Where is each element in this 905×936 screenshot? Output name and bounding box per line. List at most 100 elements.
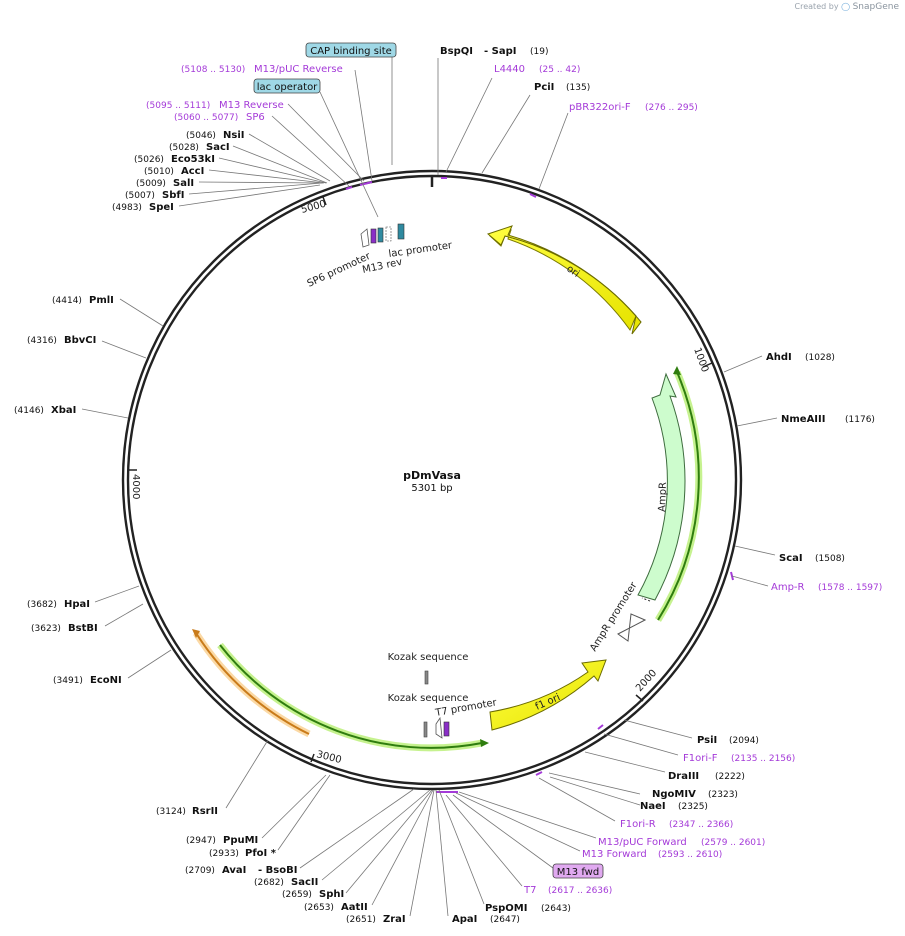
leader-lines <box>81 56 778 917</box>
kozak-mark-1[interactable] <box>424 670 429 685</box>
m13-rev-bind[interactable] <box>370 228 377 244</box>
sp6-promoter-arrow[interactable] <box>360 228 370 248</box>
primer-m13-reverse[interactable]: M13 Reverse <box>219 100 284 111</box>
green-track-right[interactable] <box>657 371 700 621</box>
site-draiii[interactable]: DraIII <box>668 771 699 782</box>
site-nmeaiii-pos: (1176) <box>845 415 875 425</box>
site-eco53ki[interactable]: Eco53kI <box>171 154 215 165</box>
primer-labels: L4440 (25 .. 42) pBR322ori-F (276 .. 295… <box>146 64 882 896</box>
site-pcii[interactable]: PciI <box>534 82 554 93</box>
site-econi-pos: (3491) <box>53 676 83 686</box>
ampr-feature[interactable] <box>637 372 686 601</box>
site-sphi-pos: (2659) <box>282 890 312 900</box>
ampr-label: AmpR <box>657 482 669 512</box>
site-nmeaiii[interactable]: NmeAIII <box>781 414 825 425</box>
site-bstbi-pos: (3623) <box>31 624 61 634</box>
tick-1000 <box>702 362 713 368</box>
ori-arrow[interactable] <box>486 225 642 335</box>
f1-ori-feature[interactable] <box>489 659 607 731</box>
site-psii-pos: (2094) <box>729 736 759 746</box>
sp6-bind-mark <box>345 186 353 190</box>
kozak-label-2: Kozak sequence <box>388 693 469 704</box>
primer-m13-reverse-range: (5095 .. 5111) <box>146 101 210 111</box>
primer-sp6[interactable]: SP6 <box>246 112 265 123</box>
site-nsii[interactable]: NsiI <box>223 130 244 141</box>
primer-f1ori-r[interactable]: F1ori-R <box>620 819 656 830</box>
primer-m13-forward[interactable]: M13 Forward <box>582 849 647 860</box>
site-bbvci-pos: (4316) <box>27 336 57 346</box>
site-pmli[interactable]: PmlI <box>89 295 114 306</box>
cap-site-mark[interactable] <box>385 226 392 242</box>
primer-m13puc-forward[interactable]: M13/pUC Forward <box>598 837 687 848</box>
site-spei[interactable]: SpeI <box>149 202 174 213</box>
site-draiii-pos: (2222) <box>715 772 745 782</box>
site-scai[interactable]: ScaI <box>779 553 803 564</box>
primer-pbr322ori-f[interactable]: pBR322ori-F <box>569 102 631 113</box>
site-pmli-pos: (4414) <box>52 296 82 306</box>
site-econi[interactable]: EcoNI <box>90 675 122 686</box>
site-sapi-pos: (19) <box>530 47 548 57</box>
site-hpai-pos: (3682) <box>27 600 57 610</box>
cap-binding-box[interactable] <box>305 42 397 58</box>
site-ppumi[interactable]: PpuMI <box>223 835 258 846</box>
primer-m13puc-reverse[interactable]: M13/pUC Reverse <box>254 64 343 75</box>
f1ori-f-bind-mark <box>597 724 604 730</box>
green-track-bottom[interactable] <box>219 644 483 749</box>
primer-amp-r[interactable]: Amp-R <box>771 582 805 593</box>
cap-binding-label: CAP binding site <box>310 46 392 57</box>
site-aatii[interactable]: AatII <box>341 902 368 913</box>
site-hpai[interactable]: HpaI <box>64 599 90 610</box>
primer-f1ori-f[interactable]: F1ori-F <box>683 753 718 764</box>
tick-label-5000: 5000 <box>300 199 327 216</box>
backbone-outer-ring <box>121 169 743 791</box>
site-eco53ki-pos: (5026) <box>134 155 164 165</box>
ori-feature[interactable] <box>488 229 637 332</box>
site-avai[interactable]: AvaI <box>222 865 246 876</box>
lac-operator-mark[interactable] <box>377 227 384 243</box>
lac-operator-label: lac operator <box>257 82 318 93</box>
kozak-label-1: Kozak sequence <box>388 652 469 663</box>
orange-track[interactable] <box>195 632 310 735</box>
m13-fwd-box[interactable] <box>552 863 604 879</box>
site-sapi[interactable]: - SapI <box>484 46 516 57</box>
site-zrai[interactable]: ZraI <box>383 914 406 925</box>
pbr322ori-bind-mark <box>529 193 537 198</box>
site-bstbi[interactable]: BstBI <box>68 623 98 634</box>
site-ngomiv[interactable]: NgoMIV <box>652 789 696 800</box>
site-rsrii[interactable]: RsrII <box>192 806 218 817</box>
site-naei[interactable]: NaeI <box>640 801 666 812</box>
site-rsrii-pos: (3124) <box>156 807 186 817</box>
site-sbfi[interactable]: SbfI <box>162 190 184 201</box>
site-acci[interactable]: AccI <box>181 166 204 177</box>
site-sali[interactable]: SalI <box>173 178 194 189</box>
lac-promoter-mark[interactable] <box>397 223 405 240</box>
site-ngomiv-pos: (2323) <box>708 790 738 800</box>
site-xbai[interactable]: XbaI <box>51 405 76 416</box>
primer-m13-forward-range: (2593 .. 2610) <box>658 850 722 860</box>
ampr-promoter-arrow[interactable] <box>617 613 647 642</box>
site-sphi[interactable]: SphI <box>319 889 344 900</box>
primer-sp6-range: (5060 .. 5077) <box>174 113 238 123</box>
primer-f1ori-f-range: (2135 .. 2156) <box>731 754 795 764</box>
site-apai[interactable]: ApaI <box>452 914 477 925</box>
site-pfoi-pos: (2933) <box>209 849 239 859</box>
ampr-promoter-divider <box>641 597 651 602</box>
site-ahdi[interactable]: AhdI <box>766 352 792 363</box>
primer-l4440[interactable]: L4440 <box>494 64 525 75</box>
restriction-site-labels: BspQI - SapI (19) PciI (135) AhdI (1028)… <box>14 46 875 925</box>
site-pspomi[interactable]: PspOMI <box>485 903 527 914</box>
site-xbai-pos: (4146) <box>14 406 44 416</box>
site-bbvci[interactable]: BbvCI <box>64 335 96 346</box>
lac-operator-box[interactable] <box>253 78 321 94</box>
tick-label-2000: 2000 <box>634 668 659 694</box>
t7-promoter-arrow[interactable] <box>435 716 443 739</box>
site-bsobi[interactable]: - BsoBI <box>258 865 297 876</box>
t7-primer-bind[interactable] <box>443 721 450 737</box>
site-sacii[interactable]: SacII <box>291 877 318 888</box>
primer-t7[interactable]: T7 <box>523 885 536 896</box>
site-bspqi[interactable]: BspQI <box>440 46 473 57</box>
site-psii[interactable]: PsiI <box>697 735 717 746</box>
site-saci[interactable]: SacI <box>206 142 230 153</box>
site-pfoi[interactable]: PfoI * <box>245 848 277 859</box>
kozak-mark-2[interactable] <box>423 721 428 738</box>
